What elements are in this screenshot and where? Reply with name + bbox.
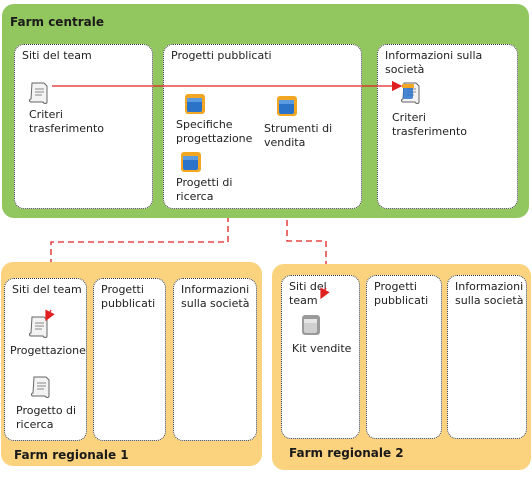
folder-icon	[184, 92, 208, 119]
site-label: Siti del team	[12, 283, 82, 296]
r1-published-projects: Progetti pubblicati	[93, 278, 166, 441]
document-icon	[30, 374, 52, 403]
site-label: Progetti pubblicati	[171, 49, 272, 62]
central-published-projects: Progetti pubblicati	[163, 44, 362, 209]
folder-label-strumenti: Strumenti di vendita	[264, 122, 333, 149]
r1-team-item-ricerca: Progetto di ricerca	[16, 404, 77, 431]
folder-icon	[276, 94, 300, 121]
document-icon	[28, 80, 50, 109]
r2-team-sites: Siti del team	[281, 275, 360, 439]
site-label: Informazioni sulla società	[385, 49, 483, 76]
site-label: Siti del team	[22, 49, 92, 62]
r1-company-info: Informazioni sulla società	[173, 278, 257, 441]
farm-regionale-2-title: Farm regionale 2	[289, 446, 404, 460]
folder-icon	[180, 150, 204, 177]
site-label: Progetti pubblicati	[101, 283, 156, 310]
folder-label-ricerca: Progetti di ricerca	[176, 176, 233, 203]
site-label: Informazioni sulla società	[455, 280, 524, 307]
folder-label-specifiche: Specifiche progettazione	[176, 118, 253, 145]
document-icon	[400, 80, 422, 109]
central-team-sites: Siti del team	[14, 44, 153, 209]
site-label: Progetti pubblicati	[374, 280, 429, 307]
document-icon	[28, 314, 50, 343]
farm-centrale-title: Farm centrale	[10, 15, 104, 29]
central-company-info: Informazioni sulla società	[377, 44, 518, 209]
central-team-item-label: Criteri trasferimento	[29, 108, 105, 135]
r2-published-projects: Progetti pubblicati	[366, 275, 442, 439]
r2-company-info: Informazioni sulla società	[447, 275, 527, 439]
central-company-item-label: Criteri trasferimento	[392, 111, 468, 138]
sales-kit-icon	[300, 312, 324, 341]
r1-team-item-progettazione: Progettazione	[10, 344, 86, 357]
site-label: Informazioni sulla società	[181, 283, 250, 310]
r1-team-sites: Siti del team	[4, 278, 87, 441]
r2-team-item-kit: Kit vendite	[292, 342, 352, 355]
site-label: Siti del team	[289, 280, 327, 307]
farm-regionale-1-title: Farm regionale 1	[14, 448, 129, 462]
